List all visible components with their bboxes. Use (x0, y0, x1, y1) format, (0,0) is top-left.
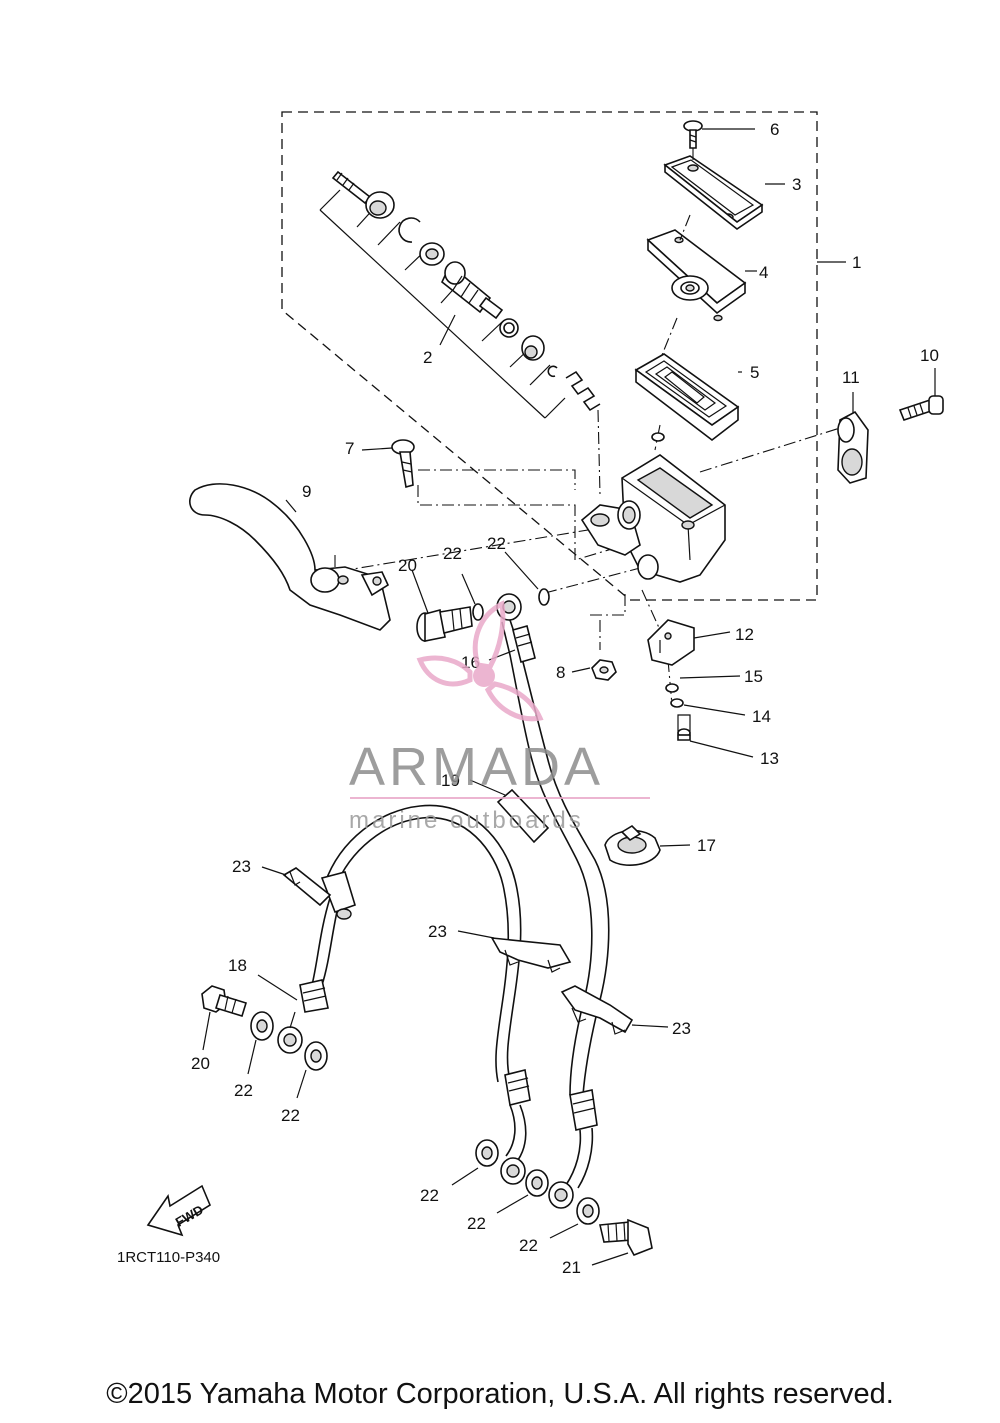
clamp-bolt (898, 368, 944, 421)
assembly-boundary (281, 111, 818, 601)
callout-18: 18 (228, 956, 247, 975)
brake-lever (189, 483, 391, 631)
lever-pivot-bolt (361, 439, 415, 489)
callout-22c: 22 (234, 1081, 253, 1100)
diaphragm-plate (646, 229, 757, 322)
watermark-tagline: marine outboards (349, 807, 584, 834)
callout-22b: 22 (487, 534, 506, 553)
callout-2: 2 (423, 348, 432, 367)
callout-23b: 23 (428, 922, 447, 941)
callout-10: 10 (920, 346, 939, 365)
reservoir-cap (663, 155, 785, 230)
copyright-notice: ©2015 Yamaha Motor Corporation, U.S.A. A… (106, 1378, 894, 1410)
hose-guide-a (261, 866, 332, 907)
brake-hose-upper (488, 593, 610, 1096)
callout-22e: 22 (420, 1186, 439, 1205)
callout-12: 12 (735, 625, 754, 644)
callout-9: 9 (302, 482, 311, 501)
drawing-code: 1RCT110-P340 (117, 1249, 220, 1266)
callout-20b: 20 (191, 1054, 210, 1073)
pivot-nut (571, 659, 617, 681)
forward-arrow-icon: FWD (146, 1184, 212, 1237)
watermark-brand: ARMADA (349, 737, 604, 797)
callout-19: 19 (441, 771, 460, 790)
callout-labels: 1 2 3 4 5 6 7 8 9 10 11 12 13 14 15 16 1… (191, 120, 939, 1277)
banjo-bolt-lower-left (201, 985, 328, 1099)
hose-guide-c (560, 985, 669, 1035)
callout-5: 5 (750, 363, 759, 382)
cap-screw (683, 120, 755, 149)
piston-kit (331, 170, 601, 412)
hose-guide-b (457, 930, 572, 973)
master-cylinder (580, 432, 726, 583)
callout-22g: 22 (519, 1236, 538, 1255)
callout-23c: 23 (672, 1019, 691, 1038)
callout-3: 3 (792, 175, 801, 194)
callout-21: 21 (562, 1258, 581, 1277)
handlebar-clamp (837, 392, 869, 484)
diaphragm (634, 353, 742, 442)
callout-8: 8 (556, 663, 565, 682)
brake-hose-lower (257, 804, 598, 1209)
hose-protector (469, 779, 550, 844)
callout-13: 13 (760, 749, 779, 768)
callout-15: 15 (744, 667, 763, 686)
piston-kit-bracket (319, 189, 566, 419)
callout-17: 17 (697, 836, 716, 855)
propeller-logo-icon (416, 600, 544, 722)
callout-22d: 22 (281, 1106, 300, 1125)
banjo-bolt-upper (411, 551, 550, 642)
callout-14: 14 (752, 707, 771, 726)
callout-22a: 22 (443, 544, 462, 563)
alignment-lines (334, 148, 841, 706)
banjo-bolt-lower-right (451, 1139, 653, 1266)
callout-20a: 20 (398, 556, 417, 575)
callout-1: 1 (852, 253, 861, 272)
callout-4: 4 (759, 263, 768, 282)
brake-switch (647, 619, 754, 758)
callout-11: 11 (842, 368, 860, 387)
callout-7: 7 (345, 439, 354, 458)
callout-23a: 23 (232, 857, 251, 876)
watermark: ARMADA marine outboards (349, 600, 650, 834)
callout-22f: 22 (467, 1214, 486, 1233)
hose-clamp (604, 824, 691, 866)
callout-6: 6 (770, 120, 779, 139)
